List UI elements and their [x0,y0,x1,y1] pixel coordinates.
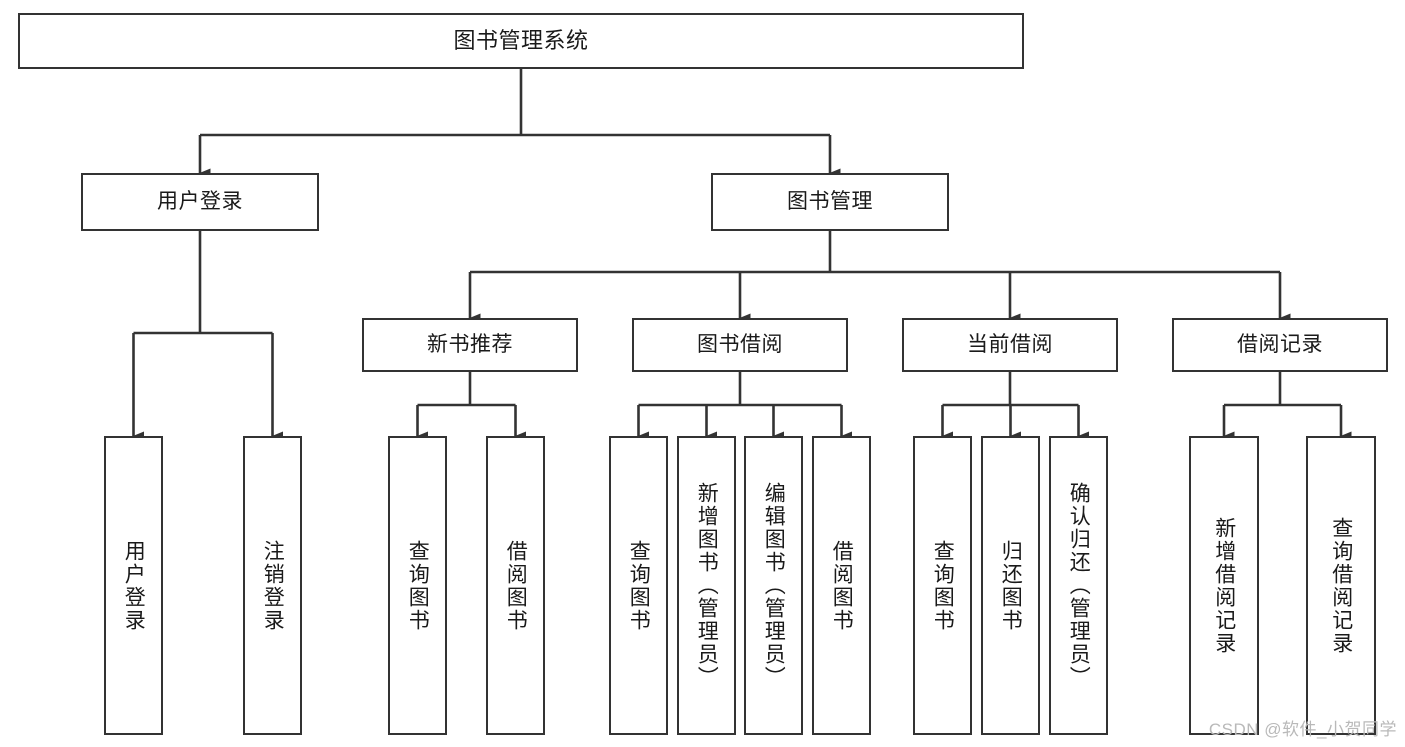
node-root-label: 图书管理系统 [453,28,589,54]
node-leaf-borrow-book-label: 借阅图书 [830,539,854,632]
node-leaf-user-login[interactable]: 用户登录 [104,436,163,735]
node-borrow-record-label: 借阅记录 [1237,332,1323,356]
node-leaf-query-book-rec[interactable]: 查询图书 [388,436,447,735]
node-root[interactable]: 图书管理系统 [18,13,1024,69]
node-leaf-user-logout[interactable]: 注销登录 [243,436,302,735]
node-leaf-query-borrow-record[interactable]: 查询借阅记录 [1306,436,1376,735]
watermark-text: CSDN @软件_小贺同学 [1208,720,1397,739]
node-leaf-query-book-current[interactable]: 查询图书 [913,436,972,735]
node-leaf-edit-book-admin[interactable]: 编辑图书（管理员） [744,436,803,735]
node-leaf-return-book[interactable]: 归还图书 [981,436,1040,735]
node-leaf-query-book-rec-label: 查询图书 [406,539,430,632]
node-leaf-borrow-book-rec-label: 借阅图书 [504,539,528,632]
node-leaf-add-borrow-record[interactable]: 新增借阅记录 [1189,436,1259,735]
node-leaf-add-book-admin-label: 新增图书（管理员） [695,482,719,689]
node-new-book-recommend-label: 新书推荐 [427,332,513,356]
node-leaf-return-book-label: 归还图书 [999,539,1023,632]
node-new-book-recommend[interactable]: 新书推荐 [362,318,578,372]
node-leaf-user-login-label: 用户登录 [122,539,146,632]
node-leaf-add-borrow-record-label: 新增借阅记录 [1212,516,1236,655]
node-current-borrow-label: 当前借阅 [967,332,1053,356]
node-leaf-confirm-return-admin[interactable]: 确认归还（管理员） [1049,436,1108,735]
node-book-manage[interactable]: 图书管理 [711,173,949,231]
node-leaf-query-book-borrow[interactable]: 查询图书 [609,436,668,735]
node-leaf-query-book-current-label: 查询图书 [931,539,955,632]
node-leaf-add-book-admin[interactable]: 新增图书（管理员） [677,436,736,735]
node-leaf-query-borrow-record-label: 查询借阅记录 [1329,516,1353,655]
node-leaf-user-logout-label: 注销登录 [261,539,285,632]
node-borrow-record[interactable]: 借阅记录 [1172,318,1388,372]
node-leaf-confirm-return-admin-label: 确认归还（管理员） [1067,482,1091,689]
node-current-borrow[interactable]: 当前借阅 [902,318,1118,372]
node-book-borrow[interactable]: 图书借阅 [632,318,848,372]
node-user-login[interactable]: 用户登录 [81,173,319,231]
node-book-borrow-label: 图书借阅 [697,332,783,356]
node-leaf-edit-book-admin-label: 编辑图书（管理员） [762,482,786,689]
node-leaf-query-book-borrow-label: 查询图书 [627,539,651,632]
node-leaf-borrow-book[interactable]: 借阅图书 [812,436,871,735]
node-user-login-label: 用户登录 [157,189,243,213]
node-book-manage-label: 图书管理 [787,189,873,213]
node-leaf-borrow-book-rec[interactable]: 借阅图书 [486,436,545,735]
